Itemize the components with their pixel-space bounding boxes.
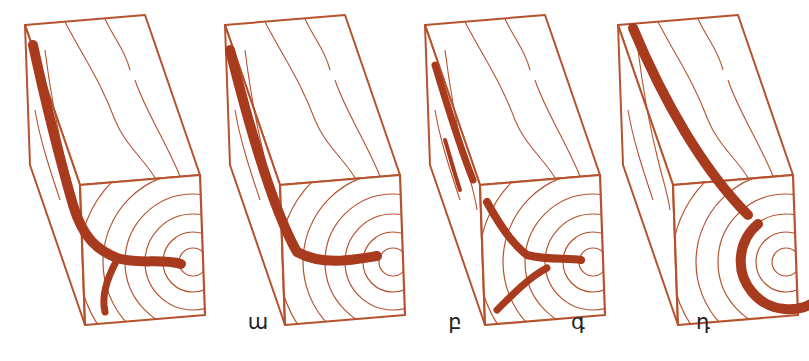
figure-letter: բ <box>448 312 461 333</box>
figure-letter: դ <box>696 312 710 333</box>
figure-letter: ա <box>248 312 268 333</box>
figure-letter: գ <box>571 312 585 333</box>
wood-block <box>618 15 809 361</box>
